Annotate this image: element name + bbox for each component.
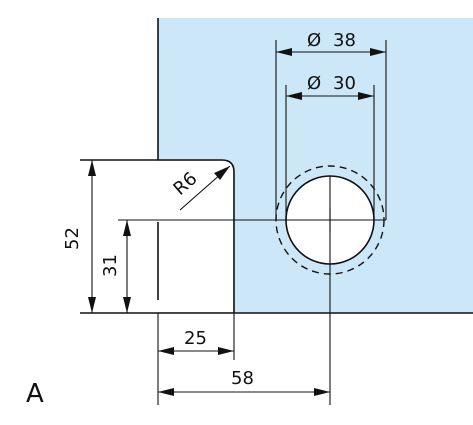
dim-inner-diameter: Ø 30 xyxy=(285,73,375,220)
dim-total-height: 52 xyxy=(62,159,158,313)
center-height-label: 31 xyxy=(100,254,121,277)
fitting-outline xyxy=(80,18,473,314)
dim-fitting-width: 25 xyxy=(157,313,235,405)
dim-center-height: 31 xyxy=(100,220,131,313)
inner-diameter-symbol: Ø xyxy=(307,73,321,94)
outer-diameter-value: 38 xyxy=(333,30,356,51)
outer-diameter-symbol: Ø xyxy=(307,30,321,51)
dim-outer-diameter: Ø 38 xyxy=(275,30,387,220)
dim-center-offset: 58 xyxy=(158,368,330,396)
total-height-label: 52 xyxy=(62,227,83,250)
center-offset-label: 58 xyxy=(231,368,254,389)
view-label: A xyxy=(26,379,44,409)
fitting-width-label: 25 xyxy=(184,328,207,349)
inner-diameter-value: 30 xyxy=(333,73,356,94)
